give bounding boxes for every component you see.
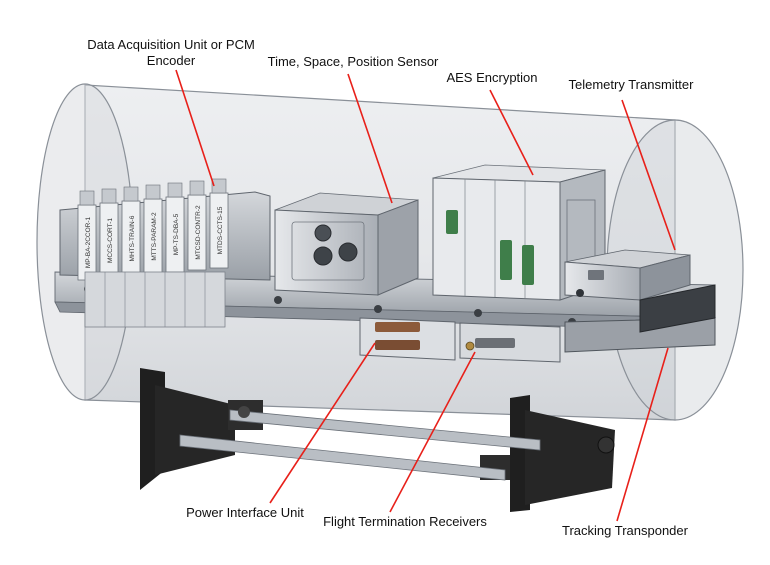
label-aes-encryption: AES Encryption [446, 70, 538, 85]
daq-module-label: MTTS-PARAM-2 [151, 212, 158, 261]
daq-card-connector [145, 184, 161, 200]
label-data-acquisition-unit: Data Acquisition Unit or PCM Encoder [62, 37, 280, 69]
daq-card-connector [189, 180, 205, 196]
daq-module-label: MP-TS-DBA-5 [173, 213, 180, 255]
leader-power [269, 342, 376, 504]
daq-module-label: MCCS-CORT-1 [107, 218, 114, 263]
daq-card-connector [79, 190, 95, 206]
label-telemetry-transmitter: Telemetry Transmitter [568, 77, 694, 92]
label-daq-line1: Data Acquisition Unit or PCM [87, 37, 255, 52]
aes-encryption-unit [432, 164, 606, 301]
power-interface-unit [359, 317, 456, 361]
daq-card-connector [101, 188, 117, 204]
leader-daq [175, 69, 215, 187]
leader-tsp [347, 73, 393, 204]
daq-module-label: MTDS-CCTS-15 [217, 206, 224, 254]
leader-tracking [616, 347, 669, 522]
label-tsp-sensor: Time, Space, Position Sensor [267, 54, 439, 69]
leader-flight [389, 351, 476, 513]
tracking-transponder [564, 284, 716, 353]
daq-card-connector [211, 178, 227, 194]
leader-lines [175, 69, 676, 522]
daq-card-connector [167, 182, 183, 198]
daq-card-stack: MP-BA-2CCOR-1 MCCS-CORT-1 MHTS-TRAIN-6 MTTS… [77, 178, 229, 281]
daq-card-connector [123, 186, 139, 202]
leader-aes [489, 89, 534, 176]
daq-module-label: MHTS-TRAIN-6 [129, 215, 136, 261]
label-flight-termination-receivers: Flight Termination Receivers [323, 514, 487, 529]
leader-telemetry [621, 99, 676, 251]
label-daq-line2: Encoder [146, 53, 196, 68]
flight-termination-receivers [459, 322, 561, 363]
tsp-sensor [274, 192, 419, 296]
data-acquisition-unit: MP-BA-2CCOR-1 MCCS-CORT-1 MHTS-TRAIN-6 MTTS… [59, 178, 271, 328]
telemetry-transmitter [564, 249, 691, 301]
label-power-interface-unit: Power Interface Unit [186, 505, 304, 520]
daq-module-label: MP-BA-2CCOR-1 [85, 216, 92, 268]
mounting-stand [140, 368, 615, 512]
daq-module-label: MTCSD-CONTR-2 [195, 205, 202, 260]
label-tracking-transponder: Tracking Transponder [562, 523, 688, 538]
